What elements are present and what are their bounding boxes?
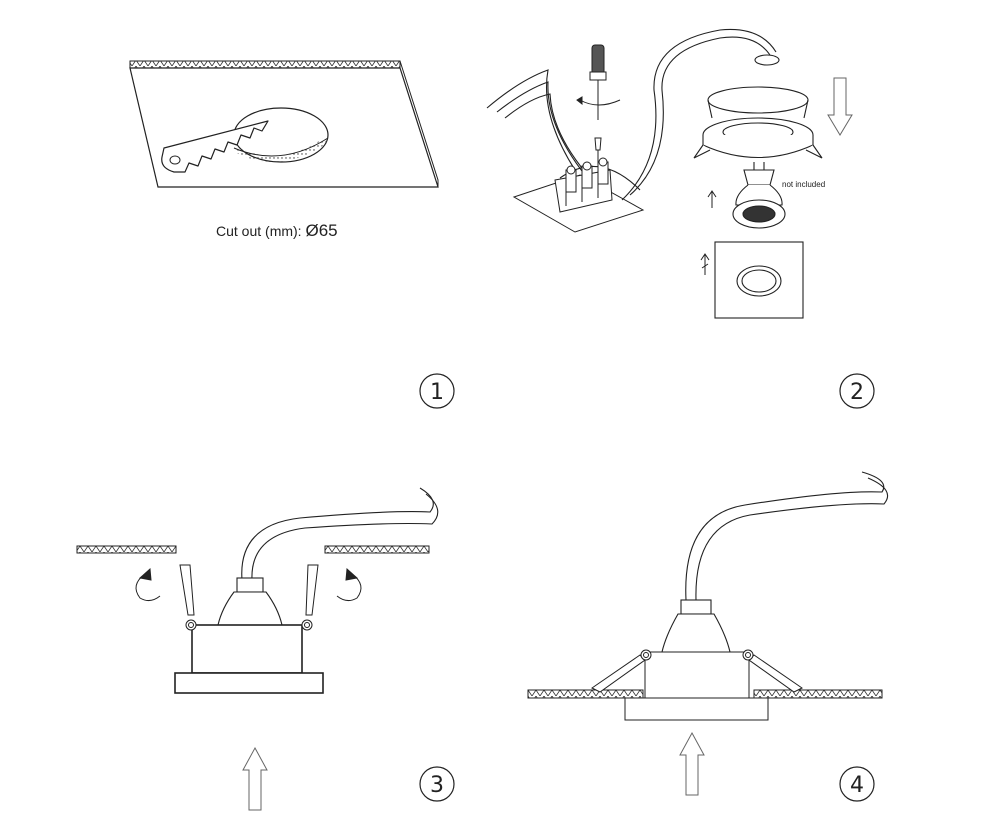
bulb-icon <box>732 162 786 229</box>
fitting-cable <box>241 487 439 581</box>
panel-4: 4 <box>527 471 889 802</box>
panel-1: Cut out (mm): Ø65 1 <box>129 60 455 409</box>
bulb-icon <box>217 577 283 626</box>
not-included-note: not included <box>782 180 825 189</box>
panel-3: 3 <box>76 487 455 811</box>
step-badge-2: 2 <box>839 373 875 409</box>
mains-cable <box>486 69 641 191</box>
bulb-icon <box>661 599 731 653</box>
cutout-label: Cut out (mm): <box>216 223 305 239</box>
step-number-3: 3 <box>430 773 444 798</box>
downlight-icon <box>693 86 823 159</box>
cutout-diameter: Ø65 <box>305 221 337 240</box>
screwdriver-icon <box>576 44 621 165</box>
step-number-1: 1 <box>430 380 444 405</box>
twist-arrow-icon <box>700 253 710 275</box>
step-number-2: 2 <box>850 380 864 405</box>
step-number-4: 4 <box>850 773 864 798</box>
ceiling-right <box>753 689 883 699</box>
cut-hole <box>233 107 329 163</box>
ceiling-left <box>527 689 644 699</box>
ceiling-right <box>324 545 430 554</box>
fitting-cable <box>621 28 777 201</box>
rotate-arrow-icon <box>336 567 362 602</box>
bezel-icon <box>714 241 804 319</box>
fitting-cable <box>685 471 889 601</box>
ceiling-left <box>76 545 177 554</box>
panel-2: not included 2 <box>486 28 875 409</box>
downlight-icon <box>624 651 769 721</box>
spring-clip-right <box>742 649 803 693</box>
up-arrow-icon <box>707 190 717 208</box>
down-arrow-icon <box>827 77 853 136</box>
spring-clip-left <box>591 649 652 693</box>
downlight-icon <box>174 624 324 694</box>
step-badge-3: 3 <box>419 766 455 802</box>
up-arrow-icon <box>242 746 268 811</box>
step-badge-4: 4 <box>839 766 875 802</box>
connector-icon <box>754 54 780 66</box>
step-badge-1: 1 <box>419 373 455 409</box>
spring-clip-right <box>301 564 319 631</box>
up-arrow-icon <box>679 731 705 796</box>
rotate-arrow-icon <box>135 567 161 602</box>
saw-icon <box>161 120 269 173</box>
spring-clip-left <box>179 564 197 631</box>
terminal-block-icon <box>554 157 613 213</box>
cutout-caption: Cut out (mm): Ø65 <box>216 221 338 240</box>
